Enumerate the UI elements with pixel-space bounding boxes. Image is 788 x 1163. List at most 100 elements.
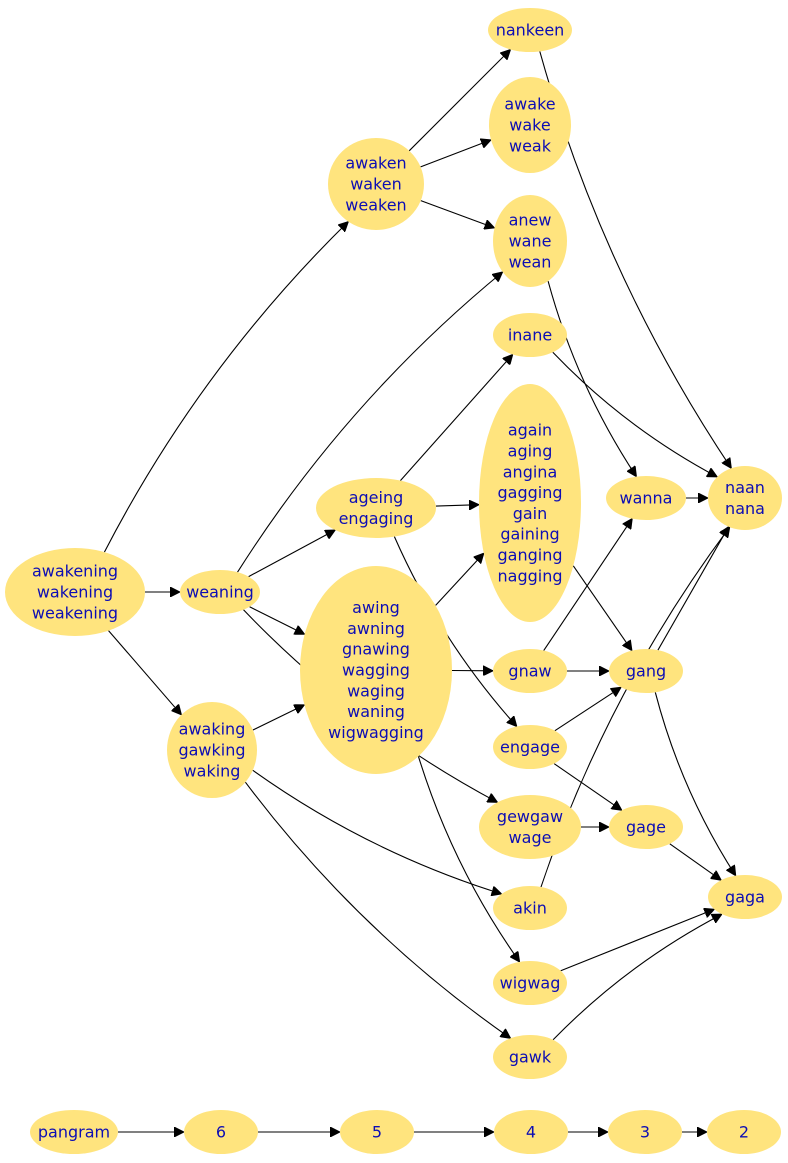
node-ellipse <box>489 77 571 173</box>
node-label: gewgaw <box>497 807 563 826</box>
node-pangram: pangram <box>30 1110 118 1154</box>
node-label: wakening <box>37 583 113 602</box>
node-gnaw: gnaw <box>493 649 567 693</box>
node-n3: 3 <box>608 1110 682 1154</box>
node-ellipse <box>30 1110 118 1154</box>
edge-awakening-to-awaken <box>103 222 348 553</box>
node-label: 2 <box>739 1123 749 1142</box>
node-ellipse <box>184 1110 258 1154</box>
node-label: weaken <box>345 195 406 214</box>
node-ellipse <box>609 805 683 849</box>
node-label: engaging <box>339 509 414 528</box>
node-ellipse <box>328 138 424 230</box>
node-label: nagging <box>498 566 563 585</box>
node-label: naan <box>725 478 765 497</box>
node-label: wake <box>509 116 550 135</box>
node-label: gagging <box>497 483 562 502</box>
node-label: waning <box>347 702 405 721</box>
node-label: anew <box>509 211 552 230</box>
node-label: gage <box>626 818 666 837</box>
node-label: gawking <box>178 741 245 760</box>
node-ellipse <box>708 466 782 530</box>
node-label: 6 <box>216 1123 226 1142</box>
node-label: 3 <box>640 1123 650 1142</box>
node-label: wagging <box>342 661 410 680</box>
node-ellipse <box>606 476 686 520</box>
node-label: nana <box>725 499 765 518</box>
node-label: gain <box>513 504 548 523</box>
node-awing: awingawninggnawingwaggingwagingwaningwig… <box>300 566 452 774</box>
edge-ageing-to-engage <box>393 536 516 727</box>
edge-engage-to-gage <box>553 763 622 811</box>
node-ellipse <box>479 384 581 622</box>
node-n4: 4 <box>494 1110 568 1154</box>
node-label: gaga <box>725 888 765 907</box>
edge-awaking-to-gawk <box>244 781 510 1038</box>
node-label: awakening <box>32 562 118 581</box>
edge-gage-to-gaga <box>669 843 721 880</box>
node-label: inane <box>508 326 552 345</box>
node-gawk: gawk <box>493 1035 567 1079</box>
node-naan: naan nana <box>708 466 782 530</box>
node-ellipse <box>180 570 260 614</box>
edge-inane-to-naan <box>552 351 717 477</box>
node-label: wane <box>509 232 552 251</box>
node-label: awaken <box>345 154 406 173</box>
node-inane: inane <box>493 313 567 357</box>
node-engage: engage <box>493 725 567 769</box>
node-gewgaw: gewgaw wage <box>479 795 581 859</box>
node-label: gnawing <box>342 640 410 659</box>
node-label: awake <box>504 95 555 114</box>
edge-gang-to-gaga <box>654 692 735 875</box>
node-ellipse <box>608 1110 682 1154</box>
node-gage: gage <box>609 805 683 849</box>
node-ellipse <box>167 702 257 798</box>
node-n6: 6 <box>184 1110 258 1154</box>
node-label: engage <box>500 738 560 757</box>
edge-weaning-to-anew <box>237 272 503 573</box>
node-n2: 2 <box>707 1110 781 1154</box>
node-label: weakening <box>32 603 118 622</box>
node-label: pangram <box>38 1123 110 1142</box>
node-ellipse <box>316 478 436 538</box>
node-label: aging <box>508 442 553 461</box>
node-label: awaking <box>179 720 246 739</box>
node-n5: 5 <box>340 1110 414 1154</box>
edge-awing-to-again <box>435 553 484 606</box>
node-label: gawk <box>509 1048 552 1067</box>
edge-awing-to-wigwag <box>417 756 519 962</box>
node-label: waken <box>350 175 402 194</box>
node-ellipse <box>5 548 145 636</box>
node-gang: gang <box>609 649 683 693</box>
node-label: wage <box>509 828 552 847</box>
node-akin: akin <box>493 886 567 930</box>
node-ellipse <box>340 1110 414 1154</box>
edge-weaning-to-ageing <box>248 530 336 578</box>
node-ellipse <box>488 8 572 52</box>
node-ellipse <box>493 1035 567 1079</box>
node-label: wanna <box>620 489 673 508</box>
node-wigwag: wigwag <box>493 961 567 1005</box>
edges-layer <box>103 50 735 1133</box>
node-label: akin <box>513 899 547 918</box>
node-label: ganging <box>498 546 563 565</box>
node-ellipse <box>493 313 567 357</box>
edge-anew-to-wanna <box>547 280 636 477</box>
node-label: gnaw <box>508 662 551 681</box>
node-label: awning <box>347 619 405 638</box>
node-nankeen: nankeen <box>488 8 572 52</box>
node-label: gang <box>626 662 666 681</box>
node-ellipse <box>493 961 567 1005</box>
node-weaning: weaning <box>180 570 260 614</box>
node-label: nankeen <box>496 21 565 40</box>
edge-ageing-to-again <box>435 505 479 506</box>
node-label: wigwag <box>500 974 561 993</box>
node-ellipse <box>707 1110 781 1154</box>
